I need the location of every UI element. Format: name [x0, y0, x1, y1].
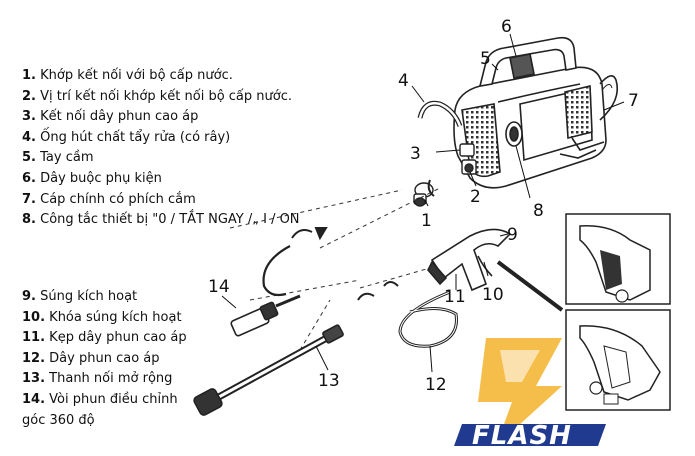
power-cable-inner	[601, 84, 613, 91]
legend-item-2: 2. Vị trí kết nối khớp kết nối bộ cấp nư…	[22, 88, 292, 104]
callout-2: 2	[470, 187, 481, 207]
legend-item-12: 12. Dây phun cao áp	[22, 350, 160, 366]
legend-item-13: 13. Thanh nối mở rộng	[22, 371, 173, 387]
callout-6: 6	[501, 17, 512, 37]
hose-loop	[262, 245, 291, 297]
legend-bottom: 9. Súng kích hoạt 10. Khóa súng kích hoạ…	[22, 287, 187, 431]
legend-item-5: 5. Tay cầm	[22, 150, 94, 166]
callout-10: 10	[482, 285, 504, 305]
legend-item-14: 14. Vòi phun điều chỉnh	[22, 391, 178, 407]
assembly-guide-lines	[229, 187, 441, 351]
hp-hose-connector	[459, 143, 477, 175]
callout-lines	[221, 33, 625, 373]
legend-item-7: 7. Cáp chính có phích cắm	[22, 191, 196, 207]
legend-top: 1. Khớp kết nối với bộ cấp nước. 2. Vị t…	[22, 66, 300, 231]
inset-lock-engaged	[565, 213, 671, 305]
legend-item-6: 6. Dây buộc phụ kiện	[22, 170, 162, 186]
callout-3: 3	[410, 144, 421, 164]
lightning-icon	[478, 338, 562, 446]
callout-14: 14	[208, 277, 230, 297]
flash-logo: FLASH	[454, 338, 606, 451]
callout-13: 13	[318, 371, 340, 391]
callout-8: 8	[533, 201, 544, 221]
callout-12: 12	[425, 375, 447, 395]
washer-body	[453, 66, 607, 189]
callout-11: 11	[444, 287, 466, 307]
legend-item-3: 3. Kết nối dây phun cao áp	[22, 109, 199, 125]
legend-item-8: 8. Công tắc thiết bị "0 / TẮT NGAY /„ I …	[22, 212, 300, 228]
water-inlet-coupling	[413, 182, 434, 207]
callout-7: 7	[628, 91, 639, 111]
legend-item-9: 9. Súng kích hoạt	[22, 289, 138, 304]
legend-item-14-cont: góc 360 độ	[22, 412, 95, 428]
callout-5: 5	[480, 49, 491, 69]
legend-item-11: 11. Kẹp dây phun cao áp	[22, 330, 187, 346]
device-switch	[505, 121, 523, 147]
legend-item-1: 1. Khớp kết nối với bộ cấp nước.	[22, 68, 233, 83]
trigger-gun	[427, 228, 512, 292]
logo-text: FLASH	[472, 421, 572, 451]
power-cable	[599, 75, 619, 121]
assembly-arrows	[291, 179, 435, 301]
handle	[478, 36, 577, 87]
extension-lance	[193, 324, 344, 416]
callout-9: 9	[507, 225, 518, 245]
inset-lock-released	[565, 309, 671, 411]
gun-lance	[496, 260, 564, 312]
adjustable-nozzle	[230, 294, 301, 337]
callout-1: 1	[421, 211, 432, 231]
legend-item-10: 10. Khóa súng kích hoạt	[22, 309, 182, 325]
legend-item-4: 4. Ống hút chất tẩy rửa (có rây)	[22, 129, 231, 145]
callout-4: 4	[398, 71, 409, 91]
